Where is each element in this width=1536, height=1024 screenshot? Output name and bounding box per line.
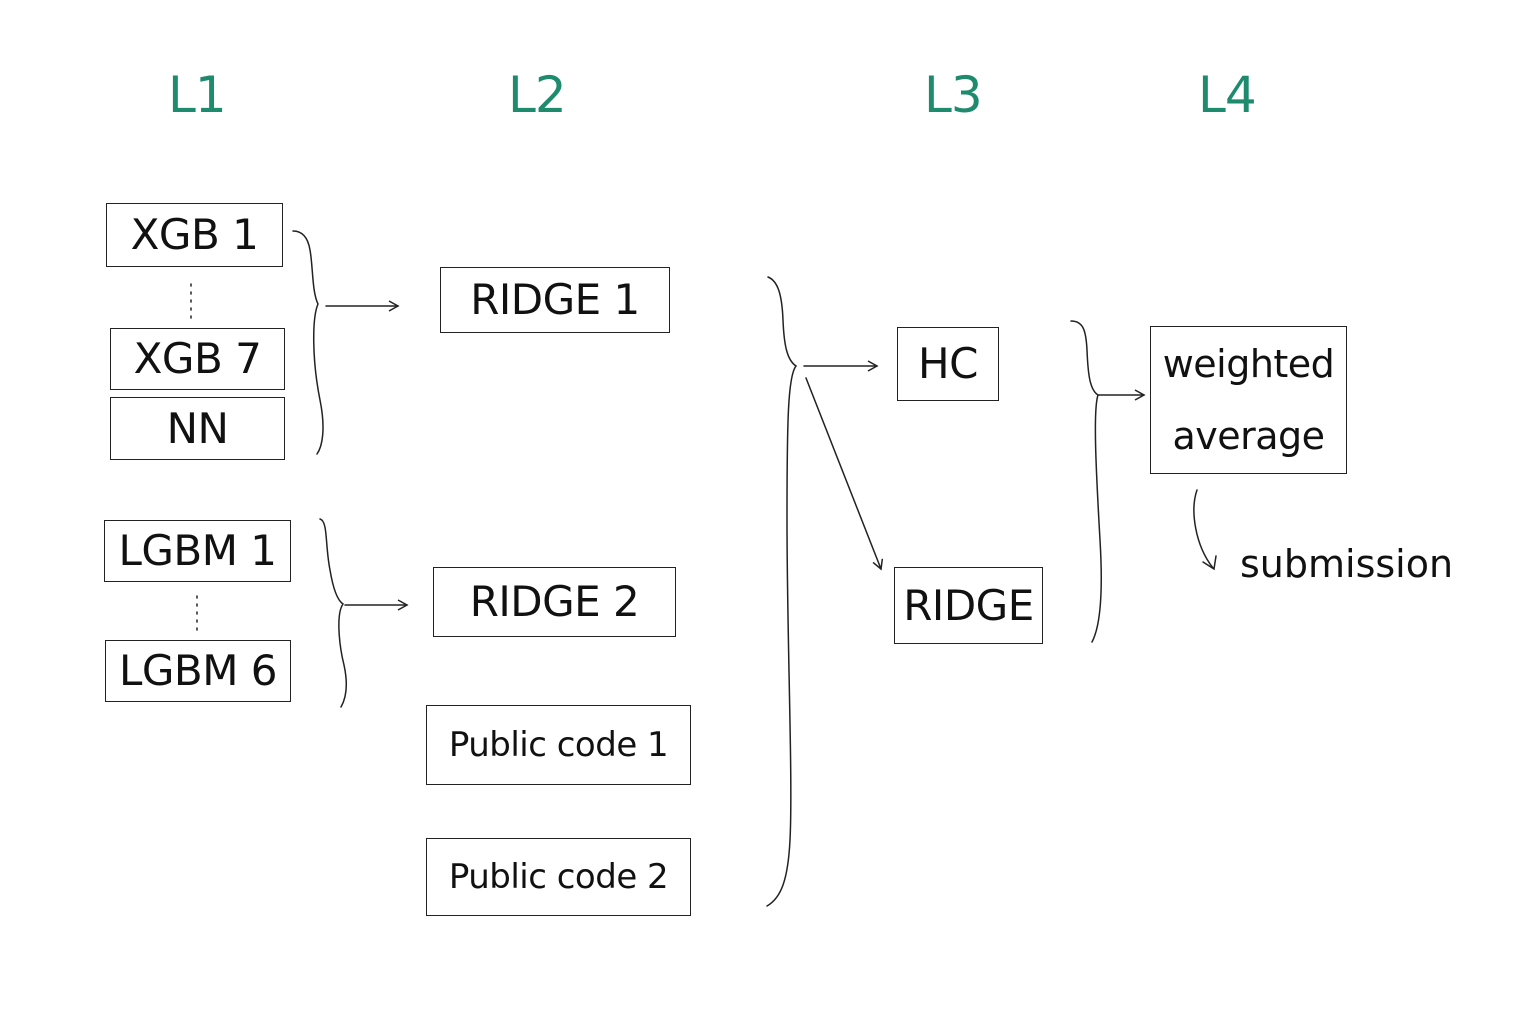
submission-label: submission (1240, 542, 1454, 586)
model-box-ridge-2: RIDGE 2 (433, 567, 676, 637)
model-box-xgb-1: XGB 1 (106, 203, 283, 267)
model-box-xgb-7: XGB 7 (110, 328, 285, 390)
model-box-public-code-2: Public code 2 (426, 838, 691, 916)
model-box-nn: NN (110, 397, 285, 460)
level-heading-l2: L2 (508, 66, 567, 124)
brace-xgb-group (292, 230, 324, 455)
model-box-hc: HC (897, 327, 999, 401)
arrow-to-ridge-l3 (805, 377, 884, 571)
model-box-lgbm-1: LGBM 1 (104, 520, 291, 582)
weighted-average-line-2: average (1172, 414, 1325, 458)
level-heading-l3: L3 (924, 66, 983, 124)
brace-lgbm-group (319, 518, 348, 708)
model-box-ridge-1: RIDGE 1 (440, 267, 670, 333)
arrow-to-submission (1193, 489, 1214, 569)
model-box-ridge-l3: RIDGE (894, 567, 1043, 644)
brace-l2-group (766, 276, 798, 907)
model-box-weighted-average: weighted average (1150, 326, 1347, 474)
brace-l3-group (1070, 320, 1103, 643)
level-heading-l1: L1 (168, 66, 227, 124)
model-box-lgbm-6: LGBM 6 (105, 640, 291, 702)
level-heading-l4: L4 (1198, 66, 1257, 124)
weighted-average-line-1: weighted (1162, 342, 1335, 386)
model-box-public-code-1: Public code 1 (426, 705, 691, 785)
